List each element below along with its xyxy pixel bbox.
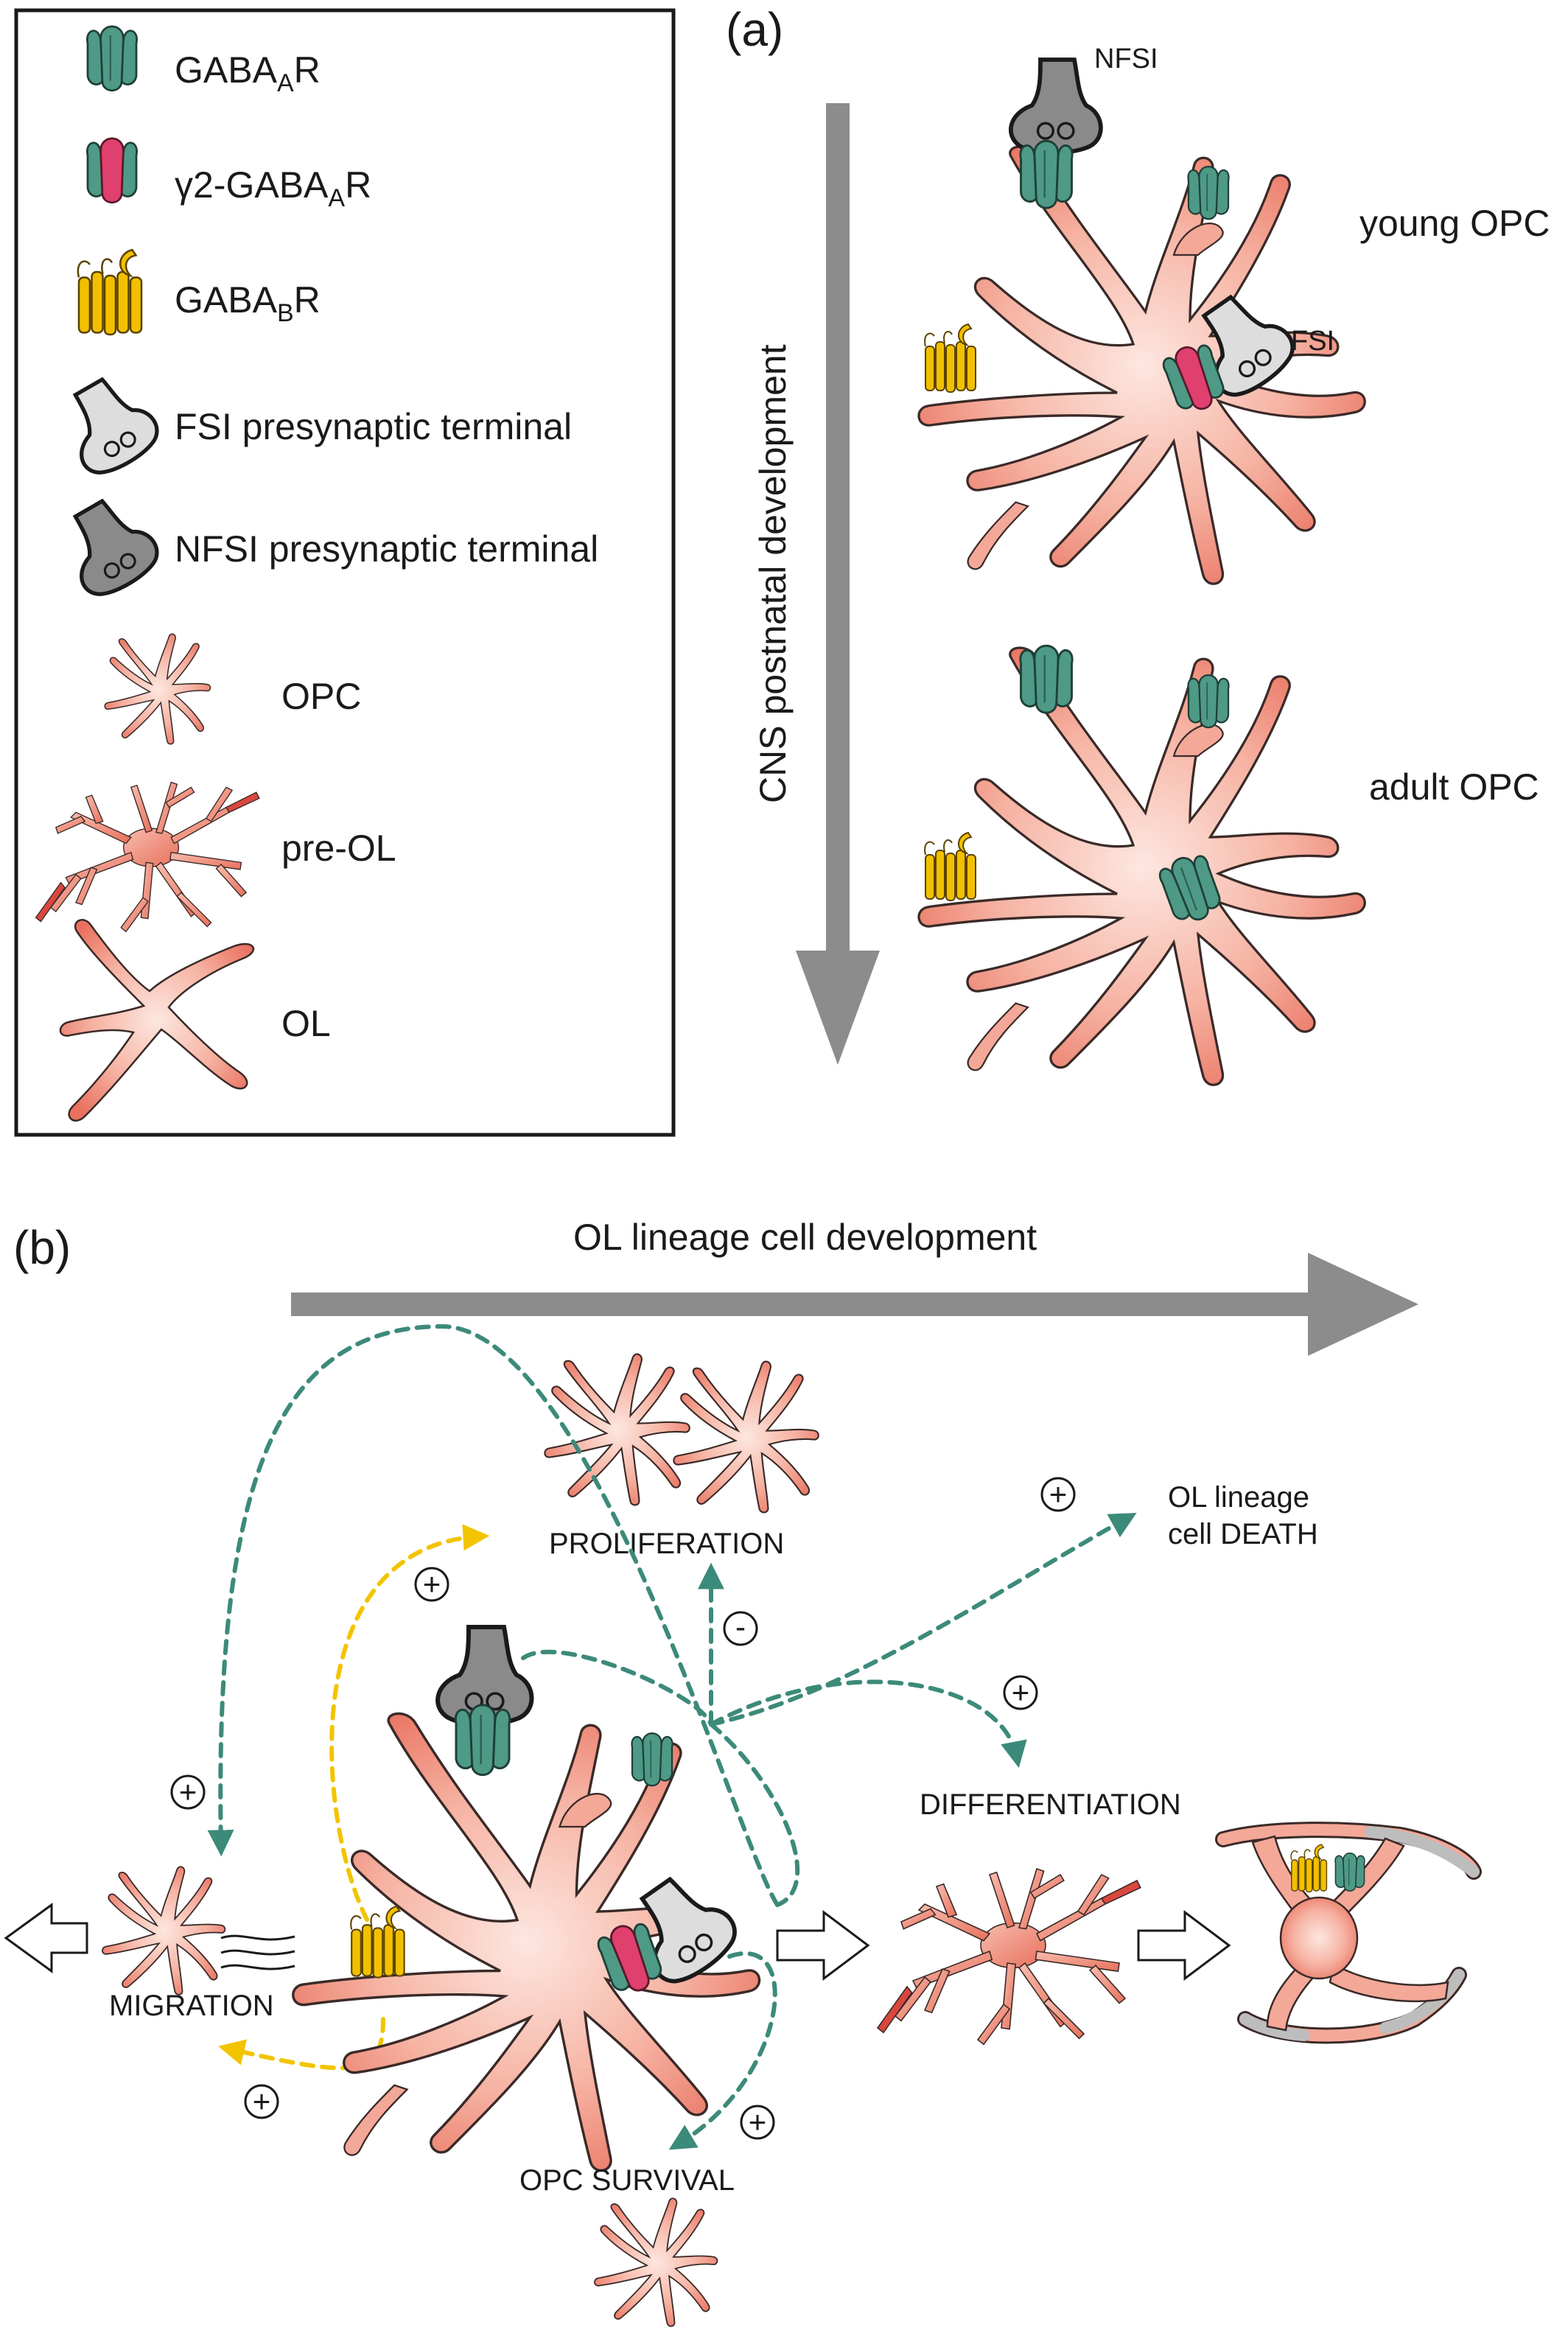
arrow-from-nfsi (521, 1649, 713, 1727)
sign-plus-death: + (1049, 1477, 1068, 1511)
postnatal-development-arrow (796, 103, 880, 1065)
myelin-segment (1239, 2013, 1310, 2041)
panel-b-label: (b) (13, 1221, 71, 1274)
adult-opc-label: adult OPC (1369, 766, 1539, 808)
adult-gabaa-receptor-tip-icon (1187, 674, 1230, 729)
gabaa-receptor-icon (85, 25, 139, 92)
legend-gamma2-label: γ2-GABAAR (175, 164, 371, 212)
myelin-segment (1379, 1969, 1465, 2034)
arrow-to-survival (668, 1951, 777, 2150)
arrow-from-fsi-upper (709, 1722, 800, 1907)
gamma2-gabaa-receptor-icon (85, 137, 139, 204)
central-gabaa-receptor-tip-icon (631, 1732, 673, 1787)
legend-fsi-terminal-label: FSI presynaptic terminal (175, 406, 572, 447)
differentiation-label: DIFFERENTIATION (920, 1788, 1181, 1821)
ol-development-arrow (291, 1253, 1418, 1356)
nfsi-label: NFSI (1094, 43, 1158, 74)
migration-motion-lines (220, 1934, 295, 1970)
migration-direction-arrow (4, 1903, 88, 1973)
young-gabaa-receptor-icon (1019, 139, 1074, 209)
arrow-gabab-to-proliferation (329, 1524, 490, 1922)
migration-label: MIGRATION (109, 1990, 274, 2022)
panel-a: (a) CNS postnatal development NFSI FSI y… (726, 3, 1550, 1086)
surviving-opc-icon (594, 2197, 718, 2327)
sign-plus-migration-yellow: + (253, 2084, 271, 2119)
sign-plus-proliferation: + (423, 1567, 441, 1601)
panel-b: (b) OL lineage cell development PROLIFER… (4, 1217, 1482, 2327)
panel-a-label: (a) (726, 3, 783, 56)
legend-box: GABAAR γ2-GABAAR GABABR FSI presynaptic … (14, 8, 676, 1137)
young-gabaa-receptor-tip-icon (1187, 165, 1230, 220)
central-gabab-receptor-icon (350, 1905, 405, 1979)
proliferating-opc-icon (673, 1360, 819, 1514)
young-opc-label: young OPC (1359, 203, 1550, 244)
migrating-opc-icon (102, 1866, 226, 1996)
sign-plus-survival: + (749, 2105, 767, 2139)
survival-label: OPC SURVIVAL (519, 2164, 735, 2197)
legend-ol-label: OL (281, 1003, 331, 1044)
central-gabaa-receptor-icon (454, 1704, 511, 1777)
proliferation-label: PROLIFERATION (549, 1528, 784, 1560)
to-ol-arrow (1137, 1910, 1231, 1981)
adult-gabaa-receptor-icon (1019, 644, 1074, 714)
ol-development-label: OL lineage cell development (573, 1217, 1037, 1258)
death-label-line1: OL lineage (1168, 1481, 1309, 1514)
sign-minus-proliferation: - (735, 1609, 746, 1644)
effect-arrows (207, 1323, 1137, 2150)
arrow-to-differentiation (709, 1679, 1027, 1769)
sign-plus-differentiation: + (1012, 1675, 1030, 1710)
ol-gabab-receptor-icon (1290, 1844, 1328, 1893)
differentiating-preol-icon (877, 1868, 1141, 2046)
young-opc-cell (917, 60, 1366, 585)
young-nfsi-terminal-icon (1011, 60, 1101, 153)
adult-opc-cell (917, 644, 1366, 1086)
death-label-line2: cell DEATH (1168, 1518, 1318, 1550)
legend-gabab-label: GABABR (175, 279, 321, 327)
arrow-to-migration-green (207, 1323, 780, 1907)
mature-ol-cell (1215, 1822, 1482, 2044)
ol-gabaa-receptor-icon (1334, 1853, 1365, 1892)
myelin-segment (1365, 1826, 1480, 1878)
legend-gabaa-label: GABAAR (175, 49, 321, 97)
central-opc-cell (292, 1627, 761, 2172)
to-preol-arrow (776, 1910, 870, 1981)
postnatal-development-label: CNS postnatal development (752, 344, 794, 803)
young-gabab-receptor-icon (924, 323, 976, 393)
adult-gabab-receptor-icon (924, 832, 976, 901)
fsi-label: FSI (1291, 326, 1334, 357)
legend-opc-label: OPC (281, 676, 361, 717)
legend-preol-label: pre-OL (281, 828, 396, 869)
sign-plus-migration-green: + (179, 1774, 197, 1809)
legend-nfsi-terminal-label: NFSI presynaptic terminal (175, 528, 598, 570)
sign-markers: + - + + + + + (170, 1477, 1076, 2140)
arrow-to-death (709, 1513, 1137, 1727)
